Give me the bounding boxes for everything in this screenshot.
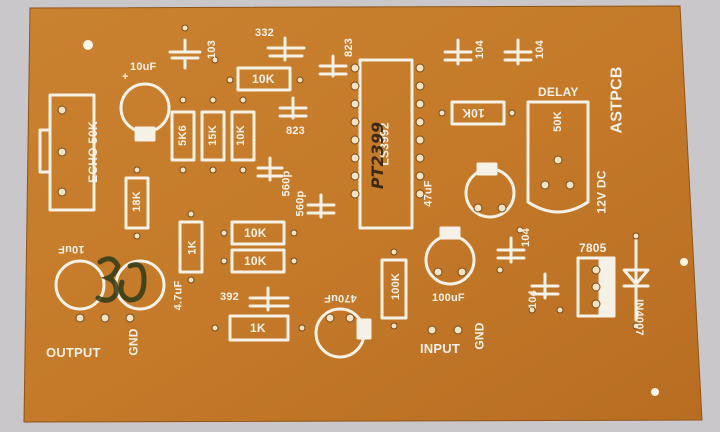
mounting-holes bbox=[83, 40, 688, 396]
cap-104-c-outline bbox=[496, 236, 526, 264]
cap-10uf-plus: + bbox=[122, 71, 129, 83]
diode-outline bbox=[622, 238, 650, 322]
reg-7805-label: 7805 bbox=[579, 241, 607, 255]
res-1k-low-label: 1K bbox=[250, 321, 266, 335]
cap-47uf-low-label: 4.7uF bbox=[172, 280, 185, 311]
cap-560p-label: 560p bbox=[280, 170, 293, 197]
output-label: OUTPUT bbox=[46, 345, 101, 360]
echo-50k-label: ECHO 50K bbox=[85, 121, 100, 183]
cap-560p-b-label: 560p bbox=[294, 190, 307, 217]
res-18k-label: 18K bbox=[130, 191, 143, 212]
marker-scribble bbox=[95, 256, 147, 303]
res-10k-col-outline bbox=[230, 110, 256, 162]
ic-outline bbox=[358, 58, 414, 230]
delay-pot-outline bbox=[526, 100, 590, 214]
cap-823-mid-outline bbox=[278, 96, 308, 120]
power-12v-label: 12V DC bbox=[594, 170, 609, 214]
res-1k-vert-outline bbox=[178, 220, 204, 274]
cap-392-label: 392 bbox=[220, 291, 239, 303]
res-10k-b-label: 10K bbox=[244, 254, 267, 268]
delay-label: DELAY bbox=[538, 85, 579, 99]
cap-823-top-outline bbox=[318, 54, 348, 78]
res-10k-top-outline bbox=[236, 66, 292, 92]
res-15k-label: 15K bbox=[206, 125, 219, 146]
res-10k-a-label: 10K bbox=[244, 226, 267, 240]
res-15k-outline bbox=[200, 110, 226, 162]
cap-103-label: 103 bbox=[205, 40, 218, 59]
cap-823-mid-label: 823 bbox=[286, 125, 305, 137]
cap-560p-b-outline bbox=[306, 193, 336, 219]
cap-470uf-label: 470uF bbox=[324, 292, 357, 304]
res-5k6-outline bbox=[170, 110, 196, 162]
cap-10uf-left-outline bbox=[54, 259, 106, 311]
res-1k-low-outline bbox=[228, 314, 290, 342]
res-100k-label: 100K bbox=[390, 272, 403, 301]
diode-label: IN4007 bbox=[632, 299, 645, 336]
cap-104-c-label: 104 bbox=[519, 228, 532, 247]
res-1k-vert-label: 1K bbox=[186, 240, 199, 255]
cap-104-d-label: 104 bbox=[526, 290, 539, 309]
res-5k6-label: 5K6 bbox=[176, 125, 189, 146]
component-pads bbox=[57, 24, 640, 335]
res-10k-top-label: 10K bbox=[252, 72, 275, 86]
gnd-left-label: GND bbox=[126, 328, 141, 356]
cap-47uf-mid-label: 47uF bbox=[422, 180, 435, 207]
res-100k-outline bbox=[380, 258, 408, 320]
cap-10uf-label: 10uF bbox=[130, 61, 157, 73]
input-label: INPUT bbox=[420, 341, 460, 356]
cap-104-a-outline bbox=[443, 38, 473, 66]
cap-104-b-label: 104 bbox=[533, 40, 546, 59]
res-10k-right-label: 10K bbox=[462, 106, 485, 120]
ic-pads bbox=[350, 63, 425, 199]
res-18k-outline bbox=[124, 176, 150, 230]
cap-823-top-label: 823 bbox=[342, 38, 355, 57]
gnd-right-label: GND bbox=[472, 322, 487, 350]
res-10k-a-outline bbox=[230, 220, 286, 246]
brand-label: ASTPCB bbox=[608, 66, 626, 134]
cap-104-a-label: 104 bbox=[473, 40, 486, 59]
cap-392-outline bbox=[248, 286, 290, 312]
cap-100uf-label: 100uF bbox=[432, 292, 465, 304]
cap-332-label: 332 bbox=[255, 27, 274, 39]
cap-10uf-left-label: 10uF bbox=[58, 243, 85, 255]
cap-104-b-outline bbox=[503, 38, 533, 66]
cap-103-outline bbox=[168, 38, 202, 70]
res-10k-right-outline bbox=[450, 100, 506, 126]
pot-50k-label: 50K bbox=[551, 111, 564, 132]
pcb-board bbox=[23, 5, 703, 423]
cap-332-outline bbox=[266, 36, 306, 62]
cap-560p-outline bbox=[256, 156, 284, 182]
res-10k-col-label: 10K bbox=[234, 125, 247, 146]
res-10k-b-outline bbox=[230, 248, 286, 274]
ic-handwritten-label: PT2399 bbox=[368, 121, 388, 190]
cap-104-d-outline bbox=[530, 272, 560, 300]
